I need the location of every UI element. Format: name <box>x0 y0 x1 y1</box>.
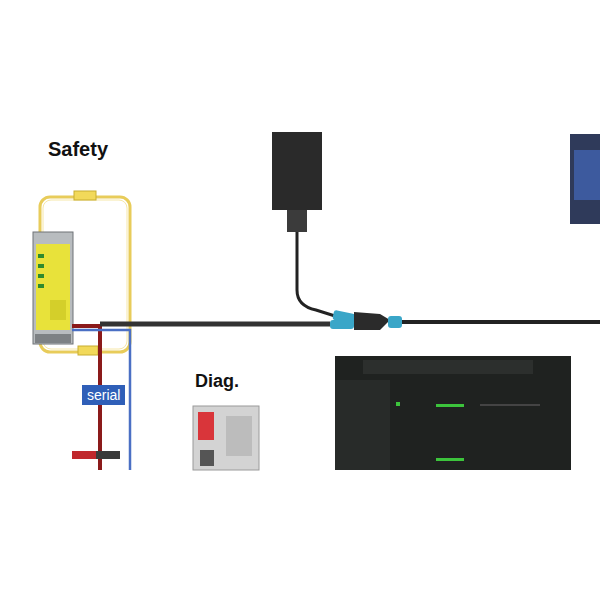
relay-front <box>36 244 70 330</box>
diag-heading: Diag. <box>195 371 239 392</box>
diag-device <box>193 406 259 470</box>
node-text: serial <box>87 387 120 403</box>
safety-heading: Safety <box>48 138 108 161</box>
loop-tag <box>74 191 96 200</box>
blue-wire <box>72 330 130 470</box>
node-text: Diag. <box>195 371 239 392</box>
node-text: Safety <box>48 138 108 161</box>
flat-cable <box>400 320 600 324</box>
sensor <box>272 132 322 210</box>
plc <box>335 356 571 470</box>
device <box>570 134 600 224</box>
serial-tag: serial <box>82 385 125 405</box>
flat-cable <box>100 322 330 327</box>
safety-relay <box>33 232 73 344</box>
loop-tag <box>78 346 98 355</box>
